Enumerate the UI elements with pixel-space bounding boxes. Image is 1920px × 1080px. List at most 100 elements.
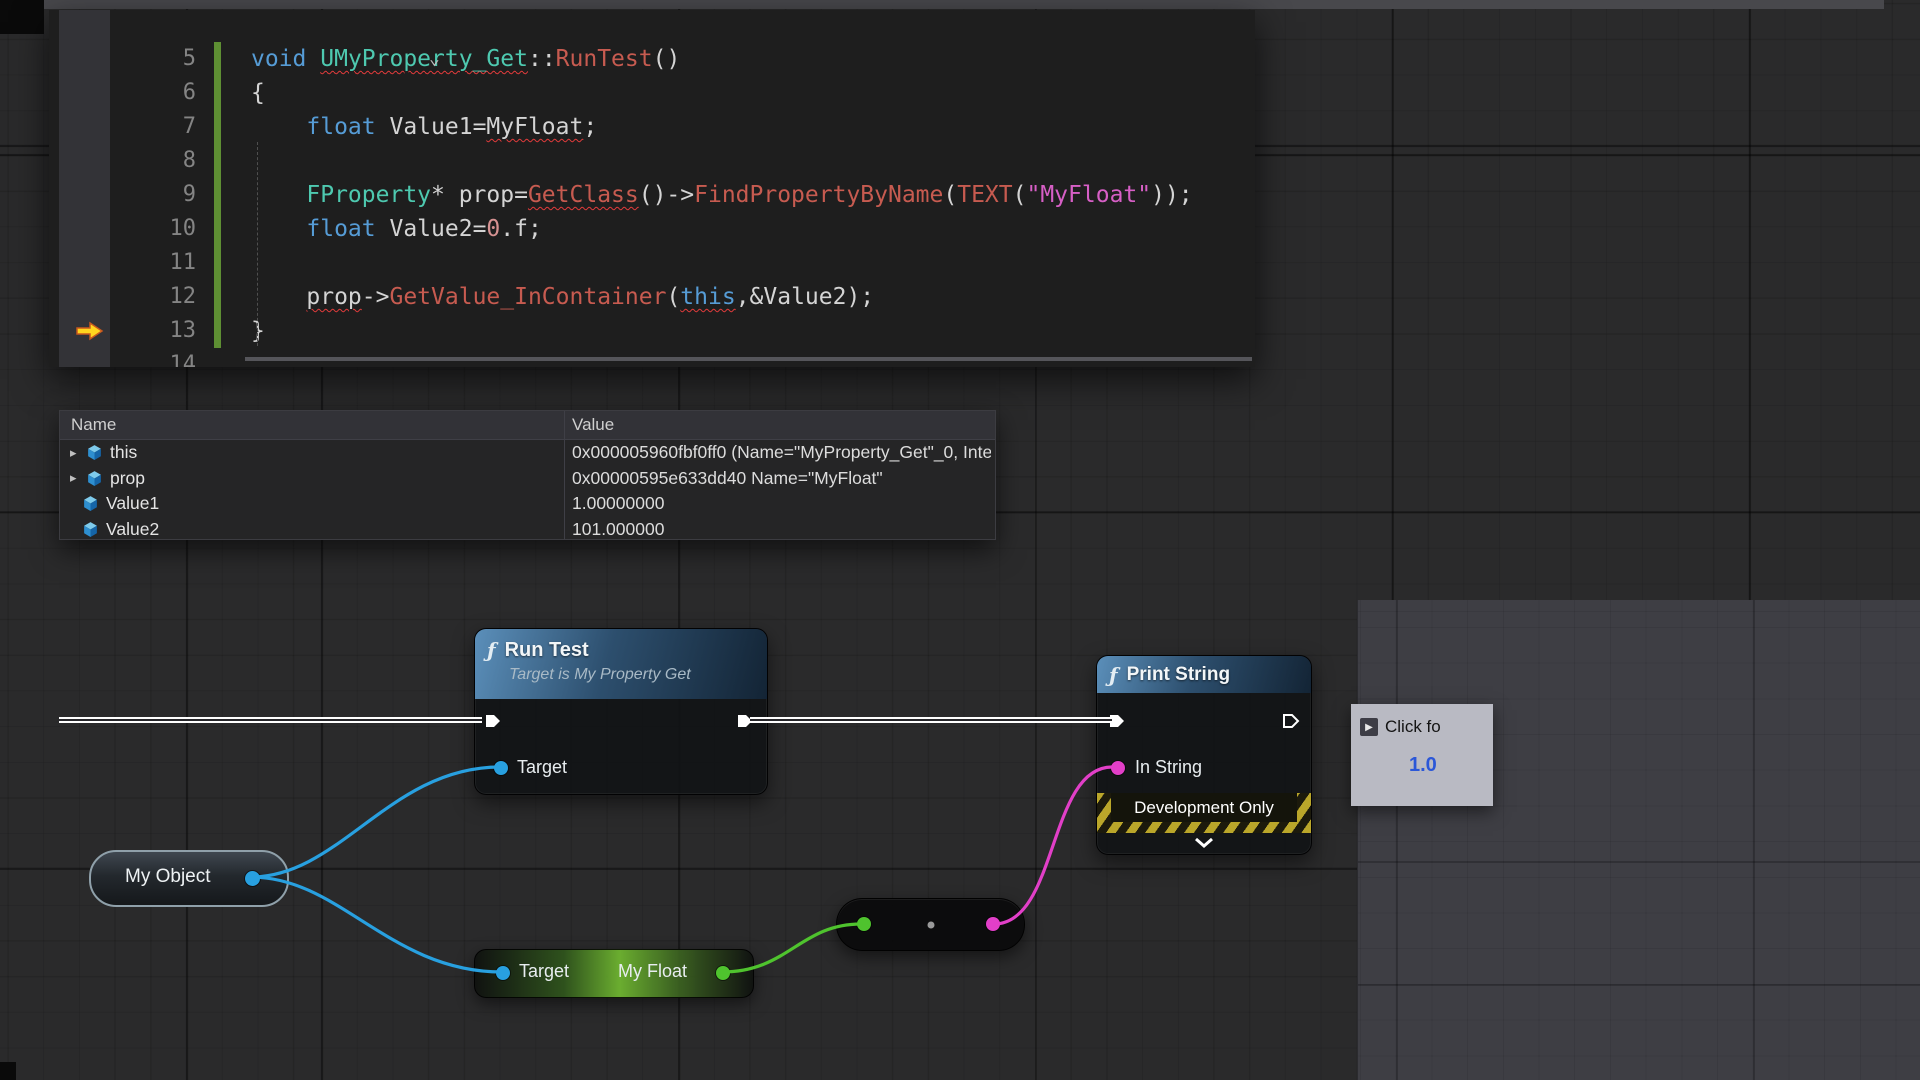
chevron-down-icon	[1195, 837, 1213, 848]
code-line-text: float Value1=MyFloat;	[306, 114, 598, 140]
variable-name: Value1	[106, 493, 160, 514]
variable-icon	[82, 495, 99, 512]
print-string-node-header: ƒ Print String	[1097, 656, 1311, 693]
code-editor-window[interactable]: 5⌄void UMyProperty_Get::RunTest()6{7 flo…	[49, 10, 1255, 367]
variable-node-label: My Object	[125, 866, 211, 887]
exec-in-pin[interactable]	[483, 711, 503, 731]
exec-in-pin[interactable]	[1107, 711, 1127, 731]
target-pin-label: Target	[517, 757, 568, 777]
current-statement-arrow-icon	[76, 321, 104, 341]
variable-cube-icon	[84, 496, 97, 512]
variable-icon	[86, 470, 103, 487]
column-divider[interactable]	[564, 411, 565, 539]
breakpoint-margin[interactable]	[59, 10, 110, 367]
right-background-panel	[1357, 600, 1920, 1080]
watch-row[interactable]: Value1 1.00000000	[60, 491, 995, 517]
node-subtitle: Target is My Property Get	[509, 666, 691, 683]
object-output-pin[interactable]	[245, 871, 260, 886]
code-line: 5 ⌄void UMyProperty_Get::RunTest()	[49, 42, 1255, 76]
code-line: 11	[49, 246, 1255, 280]
code-line: 14	[49, 348, 1255, 367]
debug-datatip[interactable]: ▶ Click fo 1.0	[1351, 704, 1493, 806]
code-line: 13}	[49, 314, 1255, 348]
exec-out-pin[interactable]	[1281, 711, 1301, 731]
window-top-edge	[44, 0, 1884, 9]
float-input-pin[interactable]	[857, 917, 871, 931]
development-only-label: Development Only	[1111, 793, 1297, 822]
line-number: 10	[169, 216, 197, 241]
indent-guide	[257, 142, 258, 346]
code-line: 12 prop->GetValue_InContainer(this,&Valu…	[49, 280, 1255, 314]
in-string-pin[interactable]	[1111, 761, 1125, 775]
play-icon: ▶	[1360, 718, 1378, 736]
variable-value[interactable]: 1.00000000	[572, 493, 665, 514]
datatip-text: Click fo	[1385, 717, 1441, 736]
datatip-expand-row[interactable]: ▶ Click fo	[1351, 704, 1493, 737]
variable-value[interactable]: 101.000000	[572, 518, 665, 539]
watch-header: Name Value	[60, 411, 995, 440]
value-column-header: Value	[572, 415, 615, 434]
my-float-output-pin[interactable]	[716, 966, 730, 980]
variable-cube-icon	[84, 521, 97, 537]
target-pin-label: Target	[519, 961, 570, 981]
watch-window[interactable]: Name Value ▸ this 0x000005960fbf0ff0 (Name…	[59, 410, 996, 540]
code-line: 7 float Value1=MyFloat;	[49, 110, 1255, 144]
watch-row[interactable]: Value2 101.000000	[60, 517, 995, 543]
target-pin[interactable]	[494, 761, 508, 775]
code-line-text: prop->GetValue_InContainer(this,&Value2)…	[306, 284, 875, 310]
run-test-node-header: ƒ Run Test Target is My Property Get	[475, 629, 767, 699]
code-line: 10 float Value2=0.f;	[49, 212, 1255, 246]
expand-arrow[interactable]: ▸	[70, 444, 77, 460]
datatip-value[interactable]: 1.0	[1409, 754, 1437, 776]
target-input-pin[interactable]	[496, 966, 510, 980]
code-line: 9 FProperty* prop=GetClass()->FindProper…	[49, 178, 1255, 212]
my-object-variable-node[interactable]: My Object	[89, 850, 289, 907]
node-title: Run Test	[504, 638, 589, 661]
line-number: 9	[182, 182, 196, 207]
line-number: 5	[182, 46, 196, 71]
line-number: 8	[182, 148, 196, 173]
code-line-text: FProperty* prop=GetClass()->FindProperty…	[306, 182, 1193, 208]
line-number: 7	[182, 114, 196, 139]
variable-name: Value2	[106, 518, 160, 539]
node-title: Print String	[1126, 663, 1231, 685]
line-number: 11	[169, 250, 197, 275]
line-number: 13	[169, 318, 197, 343]
float-to-string-conversion-node[interactable]	[836, 898, 1025, 951]
bottom-left-black-corner	[0, 1062, 16, 1080]
code-line-text: float Value2=0.f;	[306, 216, 542, 242]
code-line-text: }	[251, 318, 265, 344]
variable-value[interactable]: 0x000005960fbf0ff0 (Name="MyProperty_Get…	[572, 442, 991, 463]
code-line: 6{	[49, 76, 1255, 110]
expand-advanced-button[interactable]	[1097, 836, 1311, 854]
in-string-pin-label: In String	[1135, 757, 1203, 777]
run-test-node[interactable]: ƒ Run Test Target is My Property Get Tar…	[474, 628, 768, 795]
variable-value[interactable]: 0x00000595e633dd40 Name="MyFloat"	[572, 467, 883, 488]
function-icon: ƒ	[1109, 662, 1118, 687]
line-number: 6	[182, 80, 196, 105]
expand-arrow[interactable]: ▸	[70, 470, 77, 486]
development-only-band: Development Only	[1097, 793, 1311, 833]
function-icon: ƒ	[487, 638, 496, 662]
code-line-text: {	[251, 80, 265, 106]
code-line: 8	[49, 144, 1255, 178]
variable-cube-icon	[88, 470, 101, 486]
conversion-node-dot	[927, 921, 934, 928]
string-output-pin[interactable]	[986, 917, 1000, 931]
line-number: 14	[169, 352, 197, 367]
code-line-text: ⌄void UMyProperty_Get::RunTest()	[251, 46, 681, 72]
change-bar	[214, 42, 221, 348]
variable-icon	[86, 444, 103, 461]
name-column-header: Name	[71, 415, 117, 434]
print-string-node[interactable]: ƒ Print String In String Development Onl…	[1096, 655, 1312, 855]
exec-out-pin[interactable]	[735, 711, 755, 731]
variable-cube-icon	[88, 445, 101, 461]
horizontal-scrollbar[interactable]	[245, 357, 1252, 361]
code-lines[interactable]: 5⌄void UMyProperty_Get::RunTest()6{7 flo…	[49, 42, 1255, 367]
my-float-pin-label: My Float	[617, 961, 687, 981]
watch-row[interactable]: ▸ this 0x000005960fbf0ff0 (Name="MyPropert…	[60, 440, 995, 466]
get-my-float-node[interactable]: Target My Float	[474, 949, 754, 998]
variable-name: this	[110, 442, 138, 463]
